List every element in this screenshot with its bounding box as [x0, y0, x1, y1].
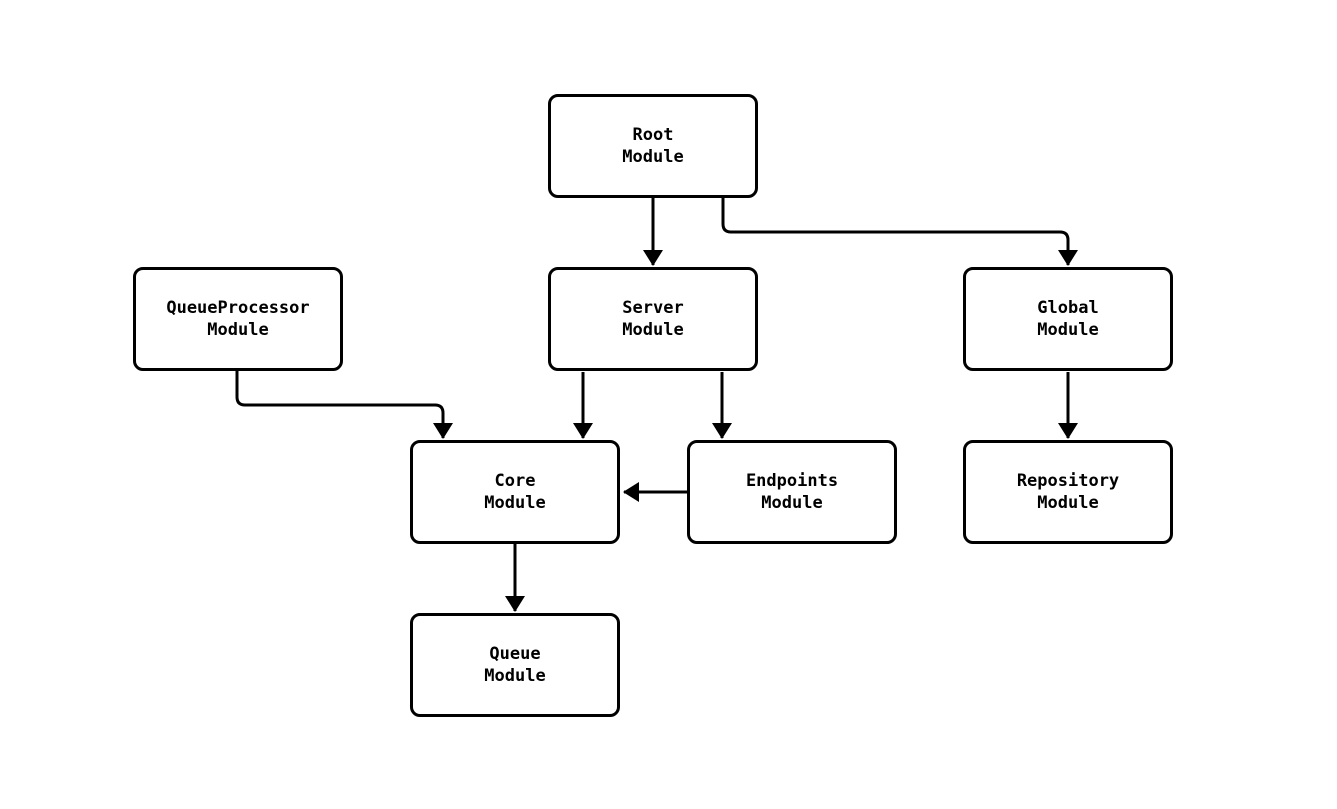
node-repository-module: Repository Module: [963, 440, 1173, 544]
node-server-module-label: Server Module: [622, 298, 684, 340]
edge-root-to-global: [721, 198, 1078, 266]
node-global-module: Global Module: [963, 267, 1173, 371]
node-queueprocessor-module-label: QueueProcessor Module: [166, 298, 310, 340]
node-root-module: Root Module: [548, 94, 758, 198]
edge-queueprocessor-to-core: [235, 371, 453, 439]
node-core-module: Core Module: [410, 440, 620, 544]
node-server-module: Server Module: [548, 267, 758, 371]
node-queueprocessor-module: QueueProcessor Module: [133, 267, 343, 371]
node-endpoints-module: Endpoints Module: [687, 440, 897, 544]
node-root-module-label: Root Module: [622, 125, 684, 167]
node-global-module-label: Global Module: [1037, 298, 1099, 340]
node-core-module-label: Core Module: [484, 471, 546, 513]
node-repository-module-label: Repository Module: [1016, 471, 1120, 513]
node-queue-module: Queue Module: [410, 613, 620, 717]
node-queue-module-label: Queue Module: [484, 644, 546, 686]
node-endpoints-module-label: Endpoints Module: [745, 471, 839, 513]
